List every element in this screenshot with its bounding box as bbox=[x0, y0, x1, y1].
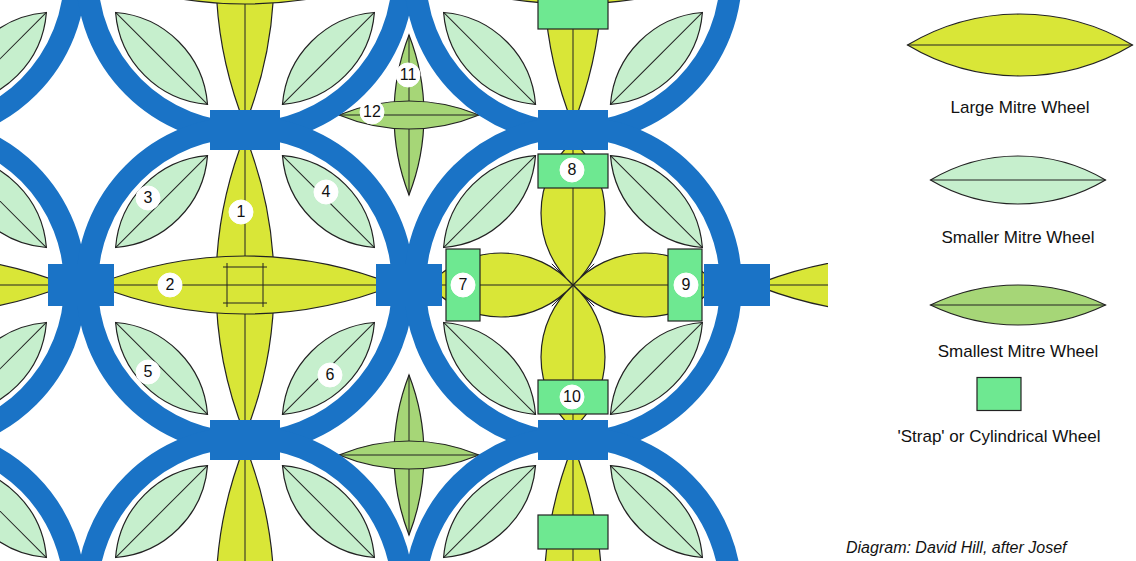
ring bbox=[415, 127, 731, 443]
callout-number: 10 bbox=[563, 388, 581, 406]
wheel-line bbox=[552, 264, 573, 285]
large-mitre-wheel bbox=[216, 0, 274, 125]
callout-circles bbox=[136, 63, 698, 409]
wheel-line bbox=[223, 303, 267, 304]
callout-circle bbox=[136, 186, 160, 210]
callout-number: 1 bbox=[237, 203, 246, 221]
wheel-line bbox=[573, 264, 594, 285]
callout-circle bbox=[560, 385, 584, 409]
ring-junction bbox=[538, 110, 608, 150]
legend-swatch bbox=[977, 378, 1021, 411]
ring-junction bbox=[376, 264, 442, 306]
smallest-mitre-wheel bbox=[339, 441, 479, 469]
ring-junction bbox=[538, 110, 608, 150]
ring-junction bbox=[210, 420, 280, 460]
large-mitre-wheel bbox=[95, 0, 395, 4]
callout-circle bbox=[136, 360, 160, 384]
straps bbox=[446, 0, 702, 549]
legend-samples bbox=[908, 14, 1133, 411]
ring-junction bbox=[48, 264, 114, 306]
callout-circle bbox=[318, 363, 342, 387]
large-mitre-wheel-outline bbox=[95, 256, 395, 314]
wheel-line bbox=[223, 267, 267, 268]
callout-circle bbox=[360, 100, 384, 124]
legend-smaller-mitre-wheel-outline bbox=[931, 156, 1106, 204]
callout-circle bbox=[158, 273, 182, 297]
pattern-group bbox=[0, 0, 828, 561]
rings bbox=[0, 0, 770, 561]
large-mitre-wheel bbox=[95, 256, 395, 314]
ring-junction bbox=[376, 264, 442, 306]
legend-large-mitre-wheel bbox=[908, 14, 1133, 76]
legend-smaller-mitre-wheel bbox=[931, 156, 1106, 204]
wheel-line bbox=[263, 263, 264, 307]
callout-circle bbox=[674, 273, 698, 297]
ring bbox=[0, 0, 75, 133]
wheel-line bbox=[227, 263, 228, 307]
strap-wheel bbox=[538, 154, 608, 188]
callout-number: 6 bbox=[326, 366, 335, 384]
strap-wheel bbox=[538, 0, 608, 29]
legend-smaller-mitre-wheel-axis bbox=[931, 180, 1106, 181]
large-mitre-wheel bbox=[0, 0, 67, 4]
smallest-mitre-wheel-outline bbox=[339, 441, 479, 469]
callout-number: 12 bbox=[363, 103, 381, 121]
ring-junction bbox=[210, 420, 280, 460]
ring-junction bbox=[704, 264, 770, 306]
callout-number: 7 bbox=[459, 276, 468, 294]
callout-number: 11 bbox=[400, 66, 417, 84]
ring-junction bbox=[538, 420, 608, 460]
large-mitre-wheel-outline bbox=[0, 0, 67, 4]
ring bbox=[0, 437, 75, 561]
large-mitre-wheel-axis bbox=[245, 445, 246, 561]
callout-circle bbox=[560, 158, 584, 182]
diagram-caption: Diagram: David Hill, after Josef bbox=[846, 539, 1067, 557]
smallest-mitre-wheel-outline bbox=[339, 101, 479, 129]
large-mitre-wheel-outline bbox=[95, 0, 395, 4]
wheel-line bbox=[573, 285, 594, 306]
callout-number: 9 bbox=[682, 276, 691, 294]
legend-label: 'Strap' or Cylindrical Wheel bbox=[897, 428, 1100, 447]
legend-label: Large Mitre Wheel bbox=[951, 99, 1090, 118]
legend-smallest-mitre-wheel bbox=[931, 285, 1106, 325]
large-mitre-wheel-axis bbox=[245, 0, 246, 125]
ring-junction bbox=[210, 110, 280, 150]
callout-number: 3 bbox=[144, 189, 153, 207]
legend-smallest-mitre-wheel-axis bbox=[931, 305, 1106, 306]
legend-large-mitre-wheel-outline bbox=[908, 14, 1133, 76]
legend-smallest-mitre-wheel-outline bbox=[931, 285, 1106, 325]
ring bbox=[87, 127, 403, 443]
callout-number: 8 bbox=[568, 161, 577, 179]
callout-number: 4 bbox=[322, 183, 331, 201]
callout-circle bbox=[314, 180, 338, 204]
large-mitre-wheel bbox=[216, 445, 274, 561]
strap-wheel bbox=[446, 249, 480, 321]
ring-junction bbox=[210, 110, 280, 150]
wheel-line bbox=[552, 285, 573, 306]
ring-junction bbox=[48, 264, 114, 306]
large-mitre-wheel-outline bbox=[216, 0, 274, 125]
legend-large-mitre-wheel-axis bbox=[908, 45, 1133, 46]
smallest-mitre-wheel-axis bbox=[339, 455, 479, 456]
strap-wheel bbox=[668, 249, 702, 321]
callout-number: 2 bbox=[166, 276, 175, 294]
strap-wheel bbox=[538, 515, 608, 549]
callout-circle bbox=[229, 200, 253, 224]
legend-label: Smaller Mitre Wheel bbox=[941, 229, 1094, 248]
large-mitre-wheel-outline bbox=[216, 445, 274, 561]
callout-circle bbox=[451, 273, 475, 297]
legend-label: Smallest Mitre Wheel bbox=[938, 343, 1099, 362]
ring-junction bbox=[538, 420, 608, 460]
large-mitre-wheel-axis bbox=[95, 285, 395, 286]
callout-circle bbox=[396, 63, 420, 87]
callout-number: 5 bbox=[144, 363, 153, 381]
smallest-mitre-wheel bbox=[339, 101, 479, 129]
strap-wheel bbox=[538, 380, 608, 414]
